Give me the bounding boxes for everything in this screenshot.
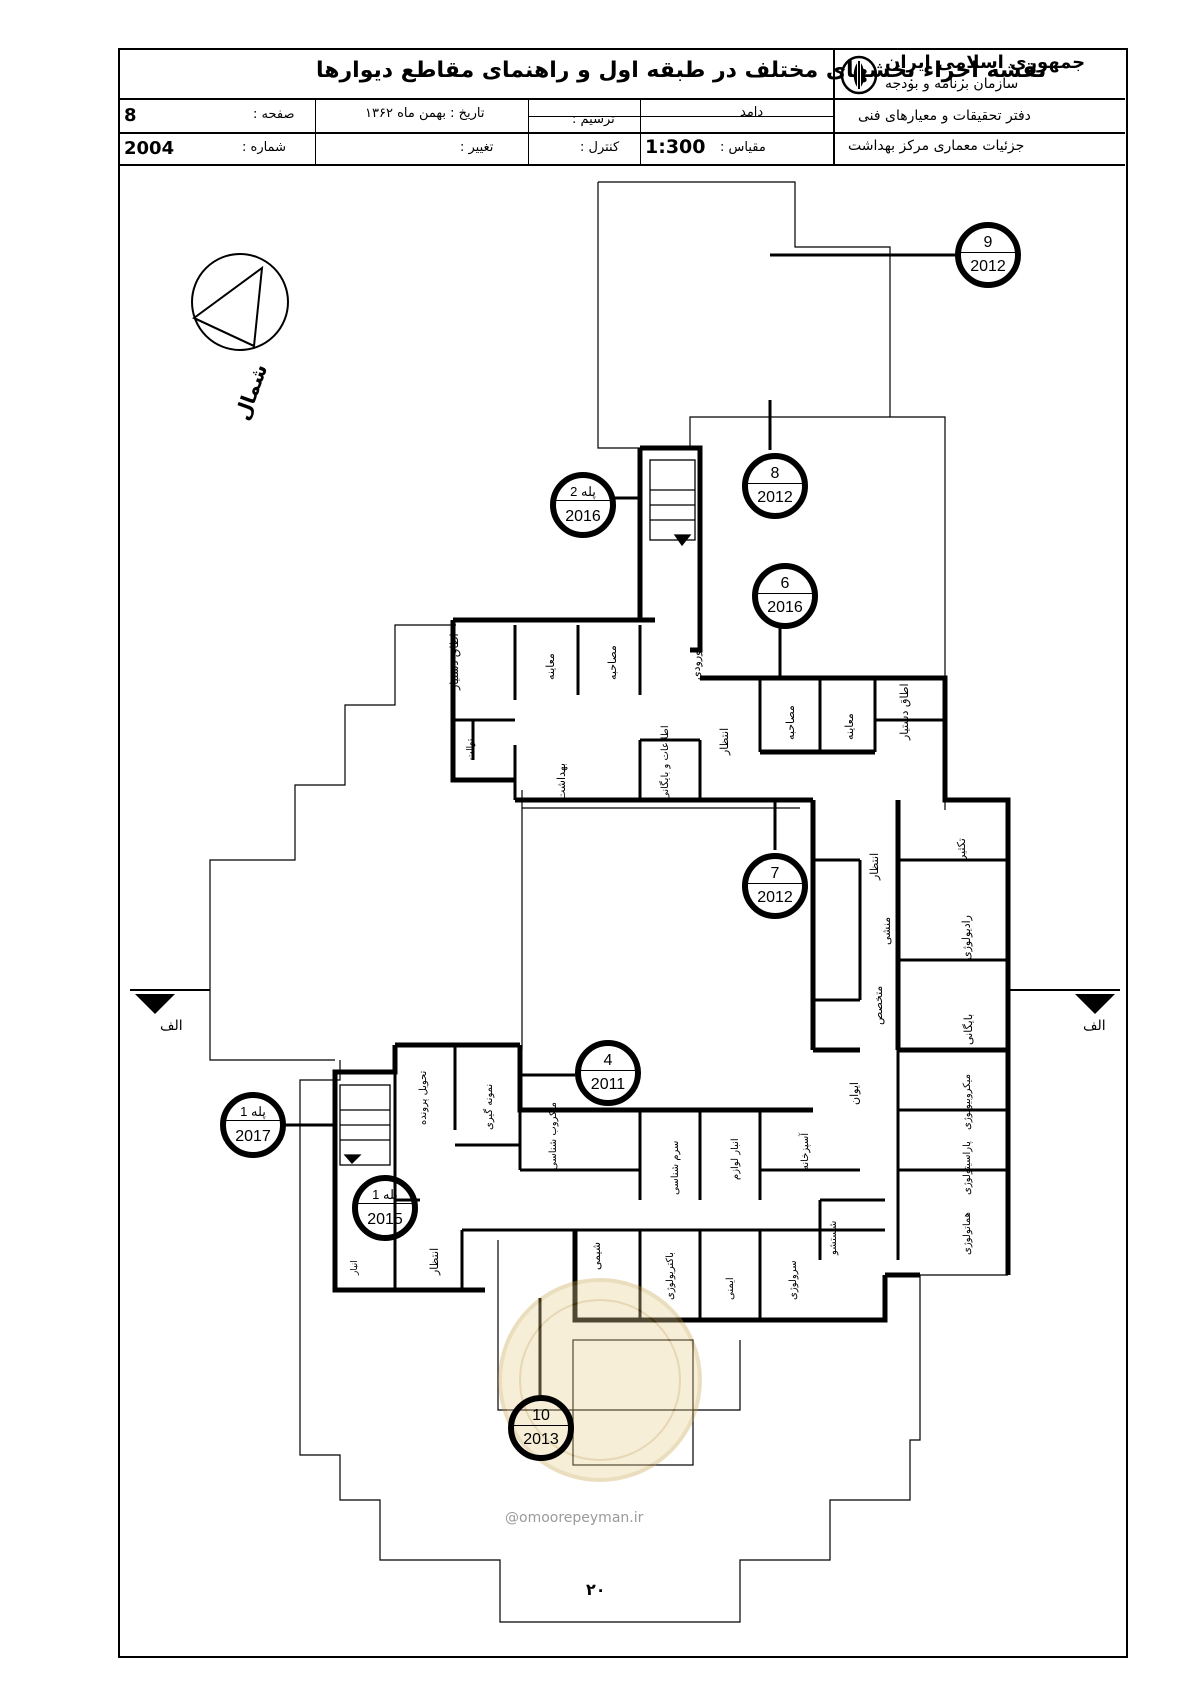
callout-9[interactable]: 9 2012 [955,222,1021,288]
emblem-icon [840,55,878,95]
room-label: توالت [466,738,476,760]
callout-top: 6 [758,575,812,594]
callout-top: پله 2 [556,484,610,501]
callout-stair-2[interactable]: پله 2 2016 [550,472,616,538]
section-mark-right [1008,989,1120,1014]
room-label: بهداشت [555,763,568,800]
room-label: انتظار [868,852,881,880]
room-label: میکروبیولوژی [962,1073,973,1130]
room-label: ایمنی [725,1277,736,1300]
callout-top: پله 1 [226,1104,280,1121]
room-label: انتظار [718,727,731,755]
stair-1 [339,1084,391,1166]
room-label: سرولوژی [788,1260,799,1300]
room-label: انبار لوازم [730,1138,741,1180]
callout-top: 8 [748,465,802,484]
title-row-line [120,132,1125,134]
callout-top: 10 [514,1407,568,1426]
room-label: تکثیر [955,838,968,860]
room-label: اطاق دستیار [898,683,911,740]
room-label: تحویل پرونده [418,1070,429,1125]
page-value: 8 [124,105,137,126]
room-label: متخصص [872,985,885,1025]
org-name: سازمان برنامه و بودجه [885,76,1019,92]
number-value: 2004 [124,138,175,159]
country-name: جمهوری اسلامی ایران [885,52,1086,73]
revision-label: تغییر : [460,140,494,155]
callout-stair-1b[interactable]: پله 1 2015 [352,1175,418,1241]
callout-bottom: 2012 [970,258,1006,275]
room-label: اطلاعات و بایگانی [660,725,671,800]
room-label: منشی [880,916,893,945]
room-label: میکروب شناسی [548,1102,559,1170]
callout-7[interactable]: 7 2012 [742,853,808,919]
room-label: مصاحبه [784,705,797,740]
room-label: شیمی [590,1241,603,1270]
title-col-line [640,100,641,164]
project-name: جزئیات معماری مرکز بهداشت [848,138,1025,154]
callout-4[interactable]: 4 2011 [575,1040,641,1106]
section-label-left: الف [160,1018,183,1034]
control-label: کنترل : [580,140,620,155]
callout-10[interactable]: 10 2013 [508,1395,574,1461]
room-label: ورودی [690,650,703,680]
callout-bottom: 2017 [235,1128,271,1145]
callout-bottom: 2013 [523,1431,559,1448]
stair-2 [649,459,696,547]
callout-top: 9 [961,234,1015,253]
drafter-label: ترسیم : [572,112,615,127]
callout-top: پله 1 [358,1187,412,1204]
title-row-line [120,164,1125,166]
callout-bottom: 2012 [757,489,793,506]
office-name: دفتر تحقیقات و معیارهای فنی [858,108,1031,124]
title-col-line [315,100,316,164]
title-divider [833,50,835,164]
callout-bottom: 2012 [757,889,793,906]
room-label: بایگانی [962,1013,975,1045]
callout-8[interactable]: 8 2012 [742,453,808,519]
title-row-line [528,116,833,117]
room-label: رادیولوژی [960,915,973,960]
title-col-line [528,100,529,164]
page-label: صفحه : [253,107,295,122]
room-label: هماتولوژی [962,1212,973,1255]
callout-bottom: 2015 [367,1211,403,1228]
callout-bottom: 2016 [767,599,803,616]
room-label: ایوان [848,1082,861,1105]
number-label: شماره : [242,140,286,155]
page-number: ۲۰ [586,1580,606,1599]
building-walls [332,445,1011,1323]
main-title: نقشه اجزاء بخشهای مختلف در طبقه اول و را… [316,58,1047,83]
room-label: معاینه [843,713,856,740]
designer-label: دامد [740,105,764,120]
room-label: نمونه گیری [484,1083,495,1130]
title-row [120,50,1125,100]
room-label: انتظار [428,1247,441,1275]
scale-value: 1:300 [645,136,706,158]
scale-label: مقیاس : [720,140,766,155]
callout-6[interactable]: 6 2016 [752,563,818,629]
section-label-right: الف [1083,1018,1106,1034]
section-mark-left [130,989,210,1014]
room-label: مصاحبه [606,645,619,680]
callout-top: 7 [748,865,802,884]
callout-top: 4 [581,1052,635,1071]
callout-bottom: 2011 [590,1076,626,1093]
callout-bottom: 2016 [565,508,601,525]
room-label: باکتریولوژی [665,1252,676,1300]
room-label: انبار [350,1260,360,1275]
callout-stair-1a[interactable]: پله 1 2017 [220,1092,286,1158]
drawing-sheet: نقشه اجزاء بخشهای مختلف در طبقه اول و را… [118,48,1128,1658]
room-label: اطاق دستیار [448,633,461,690]
room-label: معاینه [544,653,557,680]
site-outline [209,181,1008,1623]
room-label: سرم شناسی [670,1140,681,1195]
north-arrow [191,253,289,351]
room-label: آسپزخانه [800,1132,811,1170]
interior-partitions [393,625,1008,1320]
watermark-text: @omoorepeyman.ir [505,1510,644,1526]
date-label: تاریخ : بهمن ماه ۱۳۶۲ [365,106,485,121]
room-label: پاراسیتولوژی [962,1141,973,1195]
room-label: شستشو [828,1220,839,1255]
